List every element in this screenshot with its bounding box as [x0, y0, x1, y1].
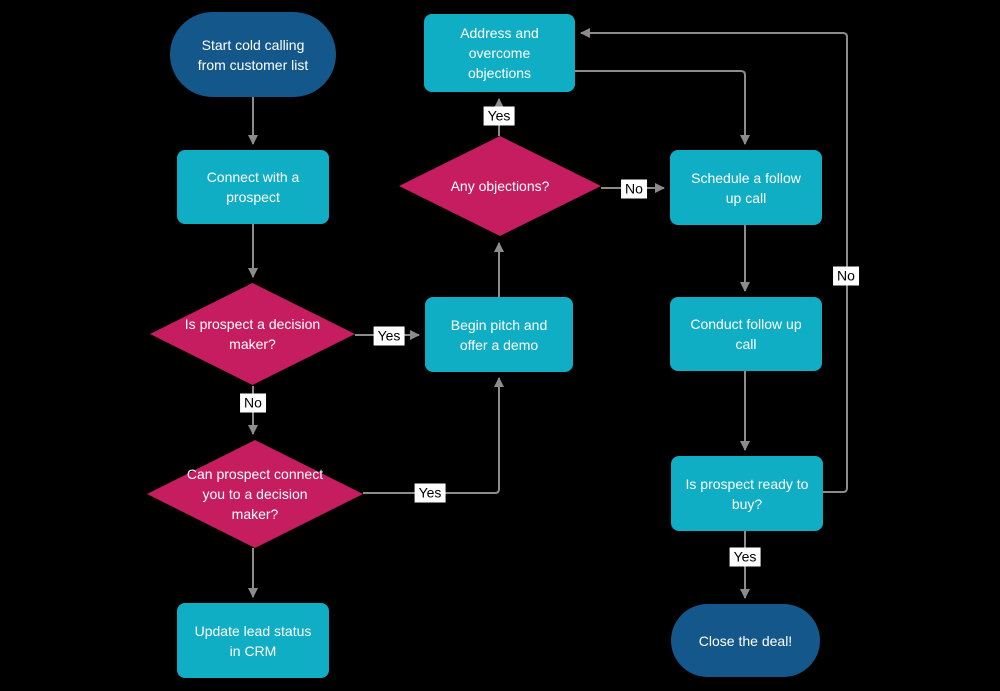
edge-label-decision-maker-yes: Yes: [373, 326, 405, 346]
edge-ready-no-to-address: [580, 28, 848, 493]
edge-label-any-objections-no: No: [621, 179, 647, 199]
node-schedule-follow-up: Schedule a follow up call: [670, 150, 822, 225]
node-close-the-deal: Close the deal!: [671, 604, 820, 677]
node-begin-pitch-label: Begin pitch and offer a demo: [450, 316, 548, 353]
node-update-lead-status-label: Update lead status in CRM: [194, 622, 312, 659]
node-connect-with-prospect: Connect with a prospect: [177, 150, 329, 224]
node-conduct-follow-up: Conduct follow up call: [670, 297, 822, 371]
node-begin-pitch: Begin pitch and offer a demo: [425, 297, 573, 372]
node-address-objections-label: Address and overcome objections: [460, 25, 539, 81]
edge-label-any-objections-yes: Yes: [483, 106, 515, 126]
edge-label-ready-yes: Yes: [729, 547, 761, 567]
edge-can-connect-yes-to-begin-pitch: [363, 377, 504, 494]
edge-label-can-connect-yes: Yes: [414, 483, 446, 503]
node-is-prospect-decision-maker-label: Is prospect a decision maker?: [184, 316, 321, 352]
node-start-cold-calling: Start cold calling from customer list: [170, 12, 336, 97]
node-is-prospect-ready: Is prospect ready to buy?: [671, 456, 823, 531]
node-can-prospect-connect-label: Can prospect connect you to a decision m…: [186, 466, 324, 522]
node-start-cold-calling-label: Start cold calling from customer list: [197, 36, 309, 73]
node-any-objections-label: Any objections?: [450, 178, 550, 194]
node-connect-with-prospect-label: Connect with a prospect: [206, 169, 300, 205]
node-any-objections: Any objections?: [399, 136, 601, 236]
node-is-prospect-decision-maker: Is prospect a decision maker?: [150, 283, 355, 385]
node-can-prospect-connect: Can prospect connect you to a decision m…: [147, 440, 363, 548]
edge-label-ready-no: No: [833, 266, 859, 286]
node-update-lead-status: Update lead status in CRM: [177, 603, 329, 678]
edge-address-to-schedule: [575, 70, 750, 145]
node-close-the-deal-label: Close the deal!: [698, 632, 793, 649]
edge-label-decision-maker-no: No: [240, 393, 266, 413]
node-is-prospect-ready-label: Is prospect ready to buy?: [685, 475, 809, 512]
node-schedule-follow-up-label: Schedule a follow up call: [691, 169, 801, 206]
node-conduct-follow-up-label: Conduct follow up call: [690, 316, 802, 352]
node-address-objections: Address and overcome objections: [424, 14, 575, 92]
